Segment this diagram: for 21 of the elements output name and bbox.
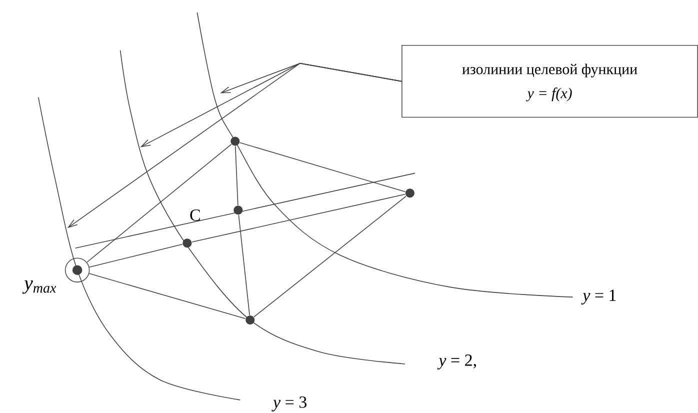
simplex-edge	[192, 194, 406, 242]
simplex-edge	[86, 144, 232, 262]
simplex-edge	[254, 196, 406, 318]
point-dot	[234, 206, 243, 214]
isoline-label: y = 1	[581, 289, 616, 304]
point-label: C	[190, 209, 200, 221]
isoline-label: y = 3	[272, 396, 306, 412]
isoline-label: y = 2,	[437, 354, 476, 370]
simplex-edge	[239, 142, 406, 192]
callout-box: изолинии целевой функции y = f(x)	[402, 44, 698, 118]
simplex-edge	[88, 272, 246, 319]
point-label: y$_{max}$	[22, 280, 56, 294]
leader-arrow	[67, 62, 402, 228]
point-dot	[246, 315, 255, 324]
point-dot	[405, 188, 414, 198]
point-dot	[230, 136, 240, 146]
simplex-edge	[238, 214, 250, 316]
ringed-point	[64, 258, 90, 282]
simplex-edge	[234, 146, 238, 206]
point-dot	[182, 238, 192, 248]
simplex-edge	[88, 244, 183, 268]
